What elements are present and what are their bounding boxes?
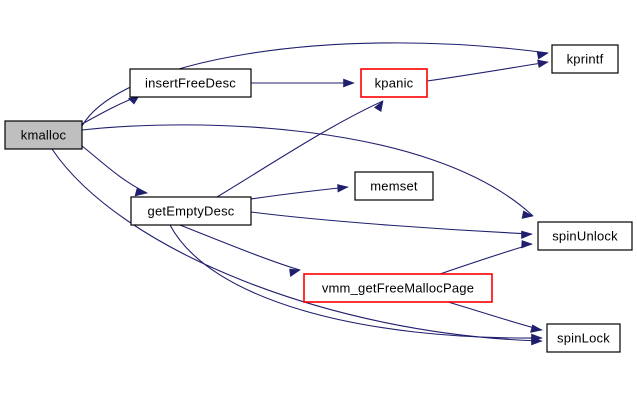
graph-node-vmm_getFreeMallocPage[interactable]: vmm_getFreeMallocPage <box>303 273 493 303</box>
graph-node-memset[interactable]: memset <box>354 171 434 201</box>
graph-node-kpanic[interactable]: kpanic <box>360 68 428 98</box>
node-box[interactable] <box>546 323 621 353</box>
edge-line <box>81 42 549 127</box>
arrowhead-icon <box>530 324 543 333</box>
node-box[interactable] <box>130 196 252 226</box>
node-label: spinLock <box>557 330 610 345</box>
arrowhead-icon <box>373 100 384 112</box>
graph-node-kmalloc[interactable]: kmalloc <box>4 120 83 150</box>
arrowhead-icon <box>536 51 549 60</box>
edge-insertFreeDesc-to-kpanic <box>251 78 355 88</box>
edge-getEmptyDesc-to-spinLock <box>169 224 543 343</box>
arrowhead-icon <box>289 268 301 278</box>
arrowhead-icon <box>521 210 534 219</box>
graph-node-spinUnlock[interactable]: spinUnlock <box>537 221 633 251</box>
node-box[interactable] <box>360 68 428 98</box>
edge-line <box>216 100 384 198</box>
node-box[interactable] <box>4 120 83 150</box>
edge-vmm_getFreeMallocPage-to-spinUnlock <box>439 240 533 275</box>
edge-line <box>179 224 301 271</box>
edge-line <box>426 61 549 82</box>
graph-node-insertFreeDesc[interactable]: insertFreeDesc <box>129 68 252 98</box>
node-layer: kmalloc insertFreeDesc kpanic kprintf getEmp… <box>4 44 633 353</box>
edge-kmalloc-to-spinLock <box>51 148 543 346</box>
node-box[interactable] <box>551 44 619 74</box>
graph-node-kprintf[interactable]: kprintf <box>551 44 619 74</box>
edge-getEmptyDesc-to-spinUnlock <box>250 211 533 239</box>
edge-kpanic-to-kprintf <box>426 59 549 82</box>
edge-line <box>51 148 543 342</box>
node-label: spinUnlock <box>552 228 618 243</box>
node-box[interactable] <box>354 171 434 201</box>
arrowhead-icon <box>134 188 148 197</box>
graph-node-spinLock[interactable]: spinLock <box>546 323 621 353</box>
arrowhead-icon <box>521 240 533 249</box>
edge-vmm_getFreeMallocPage-to-spinLock <box>447 301 543 333</box>
arrowhead-icon <box>521 230 533 239</box>
edge-line <box>81 145 148 194</box>
arrowhead-icon <box>531 333 543 343</box>
edge-getEmptyDesc-to-kpanic <box>216 100 384 198</box>
node-label: memset <box>370 178 418 193</box>
arrowhead-icon <box>343 78 355 88</box>
edge-kmalloc-to-spinUnlock <box>81 124 534 219</box>
arrowhead-icon <box>537 59 549 68</box>
graph-node-getEmptyDesc[interactable]: getEmptyDesc <box>130 196 252 226</box>
edge-line <box>447 301 543 331</box>
node-box[interactable] <box>303 273 493 303</box>
edge-getEmptyDesc-to-memset <box>250 184 349 200</box>
edge-line <box>439 243 533 275</box>
edge-line <box>169 224 543 339</box>
node-label: getEmptyDesc <box>148 203 235 218</box>
node-label: vmm_getFreeMallocPage <box>322 280 474 295</box>
edge-line <box>250 186 349 200</box>
edge-kmalloc-to-kprintf <box>81 42 549 127</box>
node-label: kpanic <box>375 75 414 90</box>
edge-layer <box>51 42 549 346</box>
edge-line <box>250 211 533 235</box>
edge-getEmptyDesc-to-vmm_getFreeMallocPage <box>179 224 301 278</box>
edge-kmalloc-to-insertFreeDesc <box>81 95 140 125</box>
edge-kmalloc-to-getEmptyDesc <box>81 145 148 197</box>
node-label: kprintf <box>567 51 604 66</box>
node-label: insertFreeDesc <box>145 75 236 90</box>
arrowhead-icon <box>337 184 349 193</box>
node-label: kmalloc <box>21 127 67 142</box>
edge-line <box>81 124 534 217</box>
node-box[interactable] <box>129 68 252 98</box>
node-box[interactable] <box>537 221 633 251</box>
